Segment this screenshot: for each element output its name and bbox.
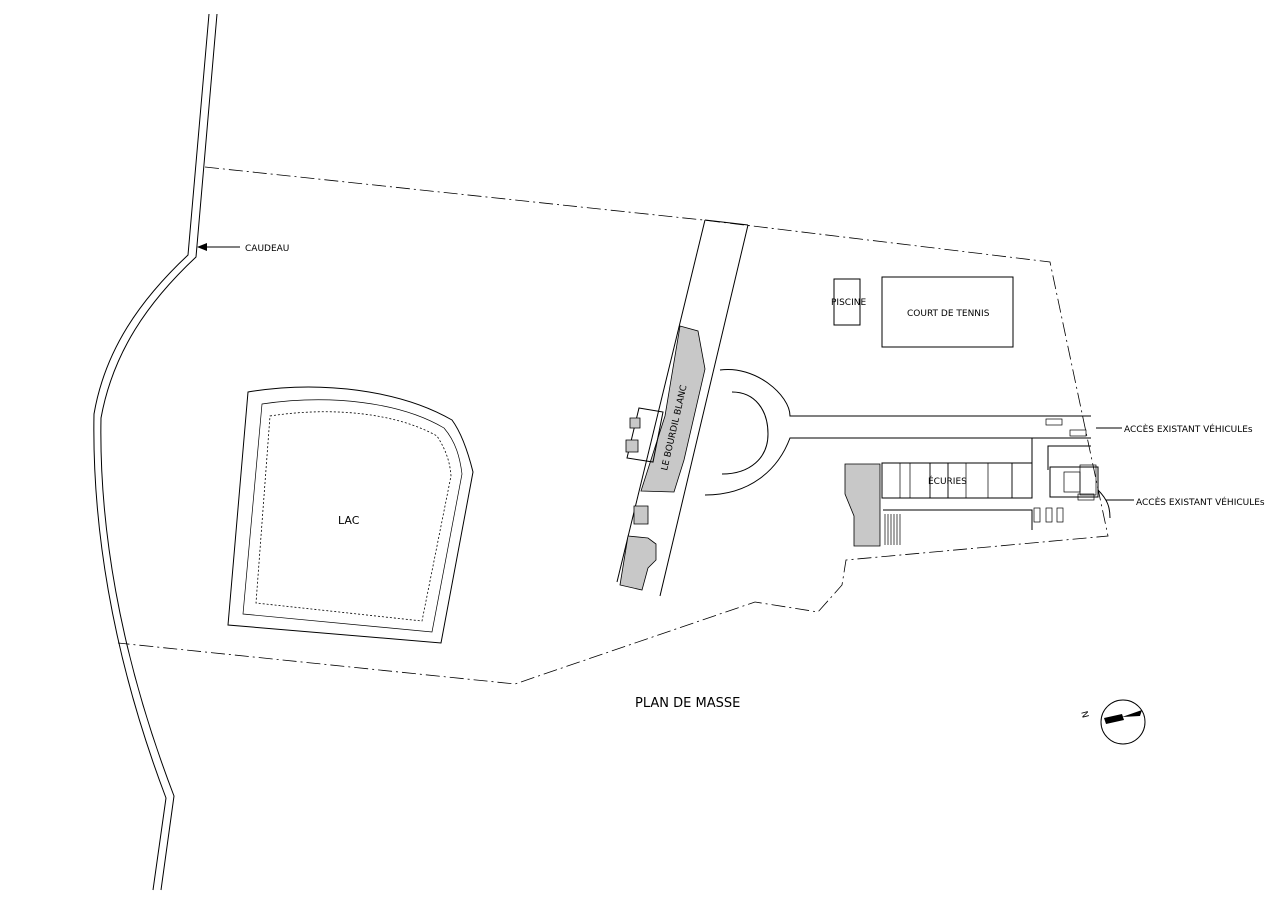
stables xyxy=(844,462,1111,547)
driveway xyxy=(616,219,749,597)
plan-title: PLAN DE MASSE xyxy=(635,696,740,711)
north-label: N xyxy=(1078,710,1089,719)
lac-label: LAC xyxy=(338,514,360,527)
access-label-1: ACCÈS EXISTANT VÉHICULEs xyxy=(1124,423,1253,435)
main-house xyxy=(619,325,706,591)
tennis-court xyxy=(881,276,1014,348)
parking xyxy=(1033,418,1095,523)
property-boundary xyxy=(117,166,1109,685)
piscine-label: PISCINE xyxy=(831,298,866,308)
access-label-2: ACCÈS EXISTANT VÉHICULEs xyxy=(1136,496,1265,508)
caudeau-label: CAUDEAU xyxy=(245,244,289,254)
ecuries-label: ÉCURIES xyxy=(928,475,967,487)
caudeau-stream xyxy=(93,13,218,891)
leader-lines xyxy=(197,243,1134,501)
tennis-label: COURT DE TENNIS xyxy=(907,309,990,319)
pool xyxy=(833,278,861,326)
lake xyxy=(227,386,474,644)
roundabout-road xyxy=(704,368,1091,496)
north-arrow: N xyxy=(1078,699,1146,745)
